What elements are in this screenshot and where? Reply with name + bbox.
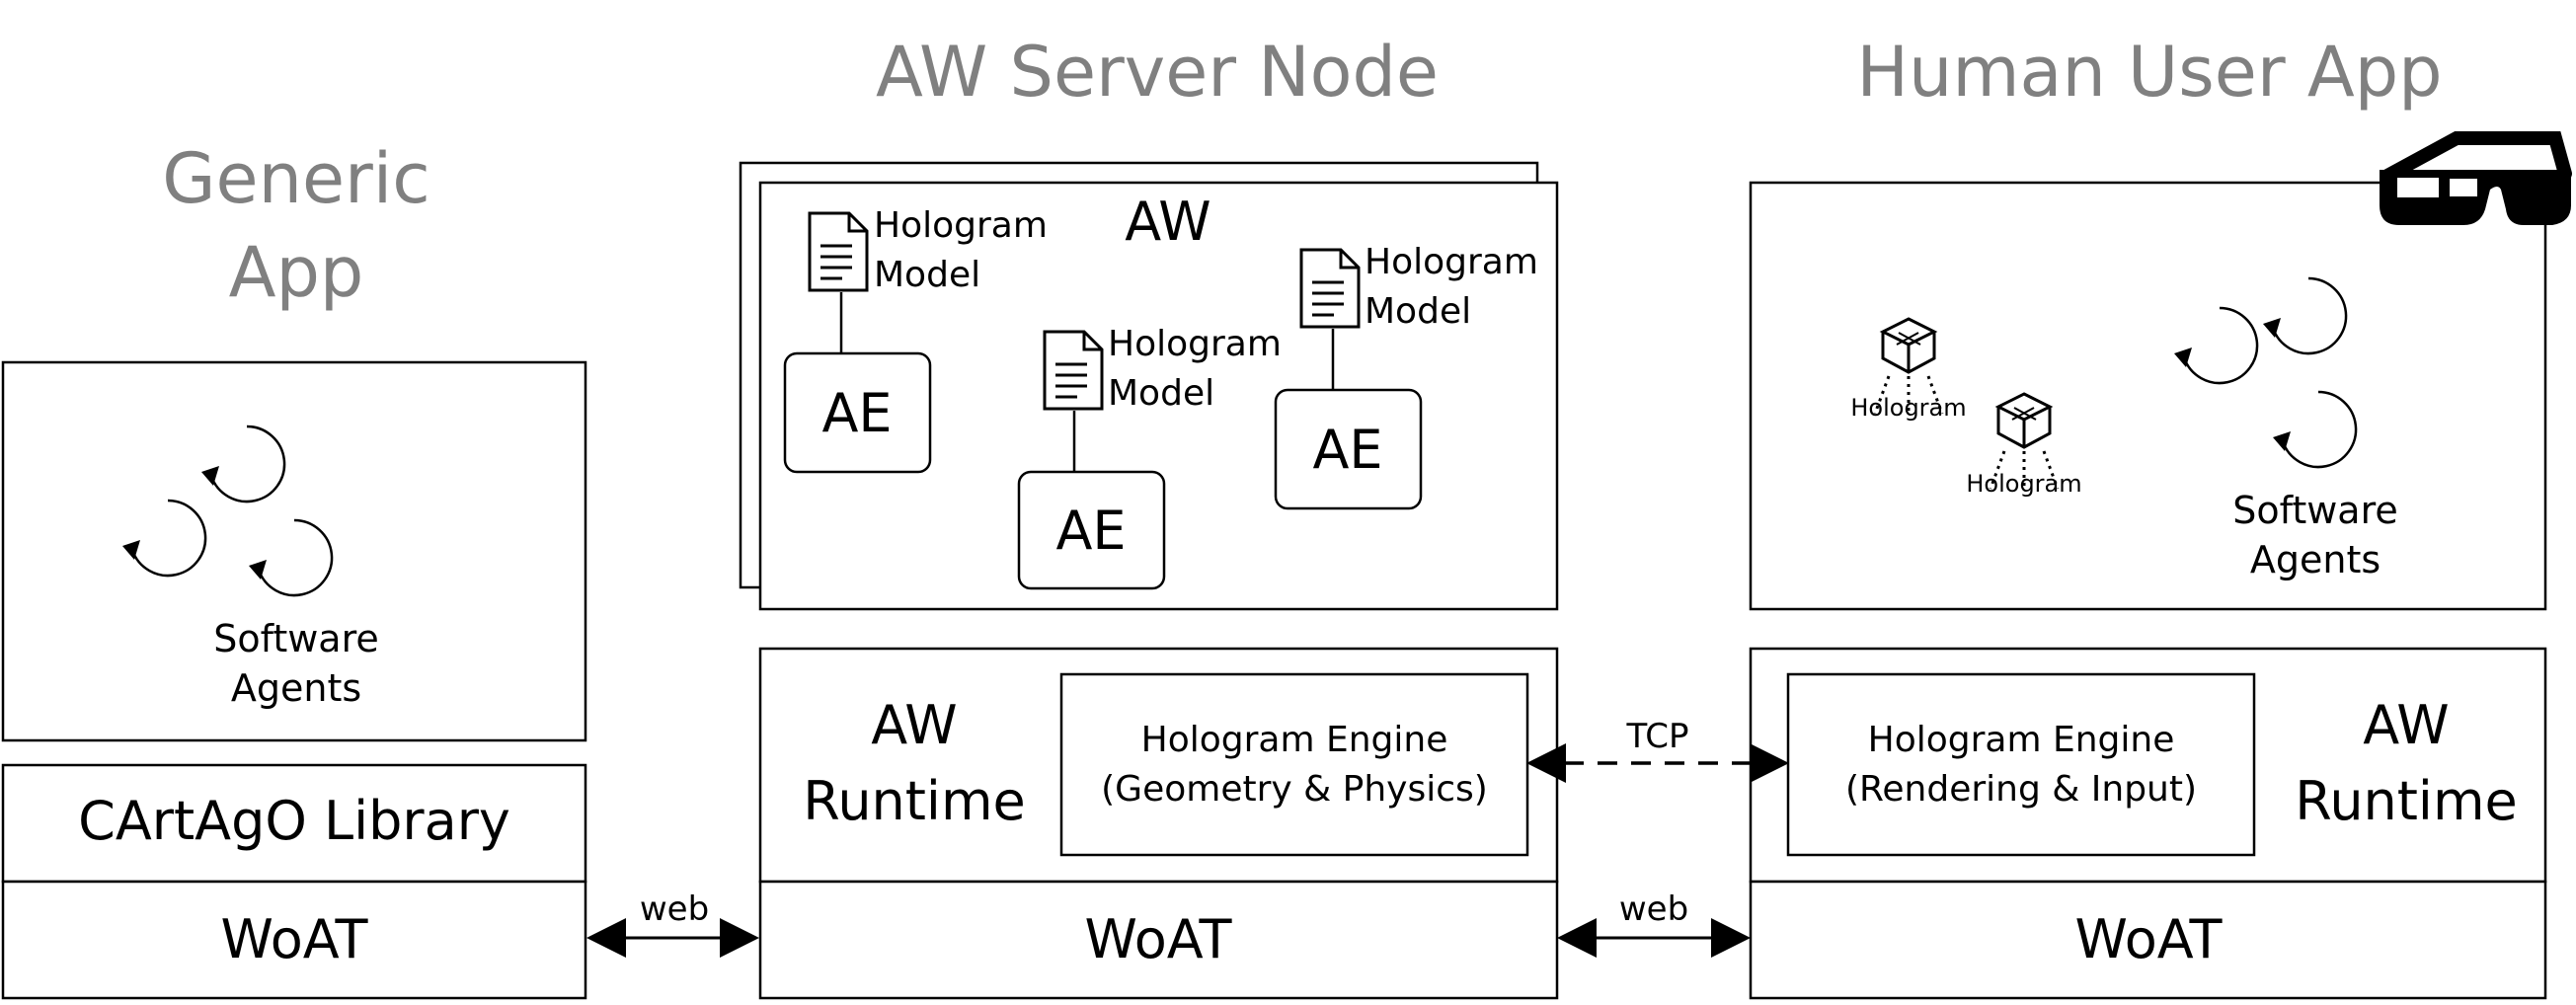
document-icon	[1043, 330, 1104, 411]
ae-label: AE	[1055, 500, 1126, 562]
human-app-main-box	[1749, 181, 2547, 611]
web-connection-label: web	[640, 889, 709, 929]
aw-label: AW	[1125, 191, 1210, 253]
human-agents-label-line2: Agents	[2250, 538, 2381, 581]
generic-woat-label: WoAT	[220, 908, 368, 970]
connections: web web TCP	[586, 717, 1789, 958]
human-app-title: Human User App	[1856, 32, 2442, 113]
generic-woat-box	[1, 880, 587, 1000]
cartago-library-label: CArtAgO Library	[78, 790, 510, 852]
hologram-engine-rendering-line1: Hologram Engine	[1868, 720, 2175, 760]
server-woat-label: WoAT	[1084, 908, 1232, 970]
hologram-label: Hologram	[1850, 394, 1966, 422]
hologram-engine-rendering-line2: (Rendering & Input)	[1845, 769, 2197, 810]
hologram-model-label-line1: Hologram	[874, 205, 1048, 246]
cartago-library-box	[1, 763, 587, 884]
ae-box	[1274, 388, 1423, 510]
generic-app-agents-box	[1, 360, 587, 742]
generic-app: Software Agents CArtAgO Library WoAT	[1, 360, 587, 1000]
human-agents-label-line1: Software	[2232, 489, 2398, 532]
ae-box	[1017, 470, 1166, 590]
human-woat-label: WoAT	[2074, 908, 2223, 970]
generic-app-title-line1: Generic	[162, 138, 429, 219]
aw-runtime-label-line2: Runtime	[803, 770, 1026, 832]
hologram-engine-rendering-box	[1786, 672, 2256, 857]
web-connection-label: web	[1619, 889, 1688, 929]
document-icon	[808, 211, 869, 292]
hologram-model-label-line2: Model	[874, 255, 980, 295]
hologram-model-label-line1: Hologram	[1108, 324, 1282, 364]
server-woat-box	[758, 880, 1559, 1000]
server-node-title: AW Server Node	[876, 32, 1439, 113]
hologram-model-label-line1: Hologram	[1365, 242, 1538, 282]
ae-box	[783, 351, 932, 474]
document-icon	[1299, 248, 1361, 329]
aw-runtime-label-line1: AW	[871, 694, 957, 756]
human-woat-box	[1749, 880, 2547, 1000]
ae-label: AE	[821, 382, 892, 444]
generic-agents-label-line1: Software	[213, 617, 379, 660]
hologram-engine-geometry-box	[1059, 672, 1529, 857]
generic-app-title-line2: App	[229, 232, 364, 313]
human-user-app: Hologram Hologram Software Agents Hologr…	[1749, 131, 2572, 1000]
smart-glasses-icon	[2380, 131, 2572, 225]
hologram-model-label-line2: Model	[1365, 291, 1471, 332]
aw-server-node: AW Hologram Model AE Hologram Model AE H…	[739, 161, 1559, 1000]
hologram-label: Hologram	[1966, 470, 2081, 498]
tcp-connection-label: TCP	[1625, 717, 1688, 756]
hologram-model-label-line2: Model	[1108, 373, 1214, 414]
hologram-engine-geometry-line1: Hologram Engine	[1141, 720, 1448, 760]
hologram-engine-geometry-line2: (Geometry & Physics)	[1101, 769, 1488, 810]
human-runtime-label-line2: Runtime	[2295, 770, 2518, 832]
human-runtime-label-line1: AW	[2363, 694, 2449, 756]
generic-agents-label-line2: Agents	[231, 666, 361, 710]
ae-label: AE	[1312, 419, 1382, 481]
